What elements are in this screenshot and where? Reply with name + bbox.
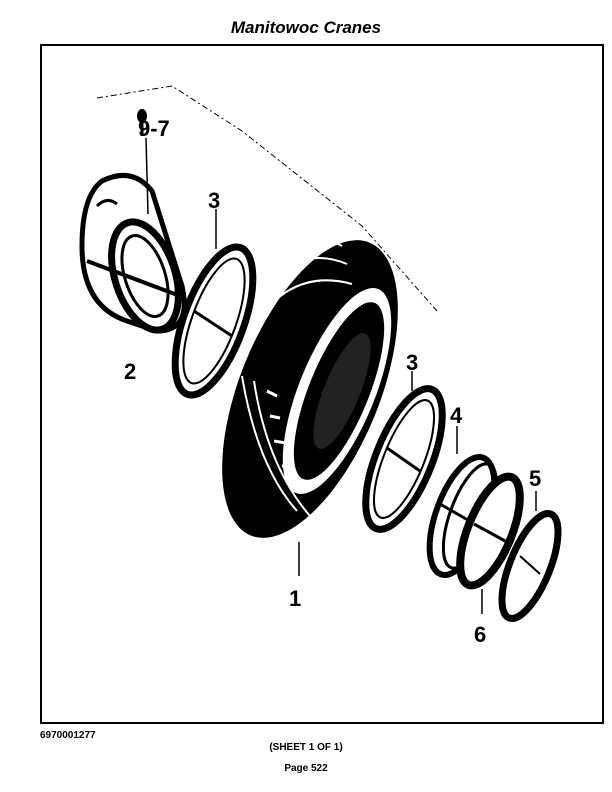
- side-ring-left: [171, 209, 257, 399]
- hub-bolt: [137, 109, 149, 215]
- side-ring-right: [362, 371, 446, 533]
- part-number: 6970001277: [40, 730, 96, 741]
- sheet-label: (SHEET 1 OF 1): [269, 742, 343, 753]
- callout-3-right: 3: [406, 350, 418, 375]
- callout-3-left: 3: [208, 188, 220, 213]
- exploded-wheel-diagram: 9-7 3 2 3 4 5 1 6: [79, 85, 562, 647]
- page-title: Manitowoc Cranes: [230, 18, 382, 37]
- axis-line: [96, 85, 438, 312]
- bead-seat-band: [456, 472, 524, 614]
- callout-5: 5: [529, 466, 541, 491]
- callout-2: 2: [124, 359, 136, 384]
- callout-4: 4: [450, 403, 463, 428]
- outer-ring: [498, 491, 562, 622]
- callout-9-7: 9-7: [138, 116, 170, 141]
- callout-1: 1: [289, 586, 301, 611]
- callout-6: 6: [474, 622, 486, 647]
- wheel-hub: [79, 172, 187, 334]
- page-number: Page 522: [284, 763, 328, 774]
- diagram-frame: 9-7 3 2 3 4 5 1 6: [40, 44, 604, 724]
- tire: [222, 237, 398, 576]
